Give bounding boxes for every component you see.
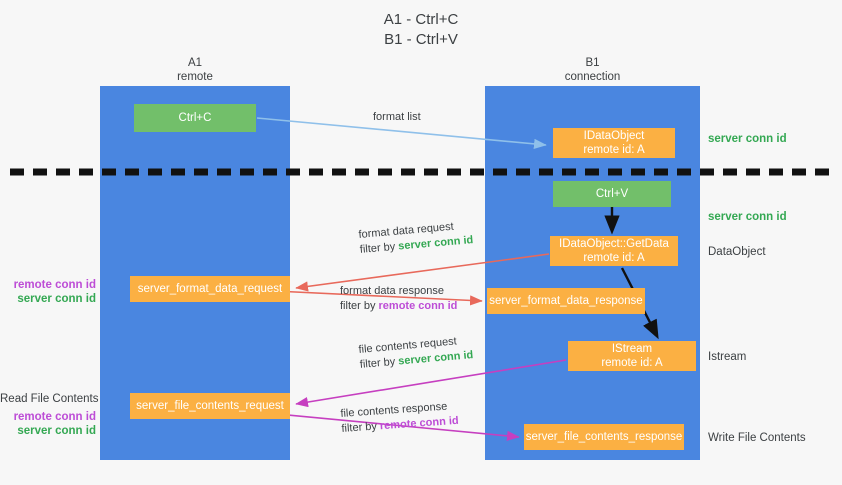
filter-prefix-1: filter by [359,240,399,256]
arrow-label-file-contents-request: file contents request filter by server c… [358,333,474,373]
box-getdata-label: IDataObject::GetData [559,238,669,250]
filter-prefix-4: filter by [341,420,381,435]
filter-value-4: remote conn id [379,414,460,433]
box-server-format-data-request-label: server_format_data_request [137,283,283,295]
box-server-file-contents-request-label: server_file_contents_request [136,400,284,412]
box-ctrl-c[interactable]: Ctrl+C [134,104,256,132]
arrow-label-format-data-request: format data request filter by server con… [358,218,474,258]
arrow-label-format-data-response: format data response filter by remote co… [340,284,457,314]
box-idataobject-getdata[interactable]: IDataObject::GetData remote id: A [550,236,678,266]
box-ctrl-v-label: Ctrl+V [595,188,629,200]
phase-divider [10,168,832,176]
side-label-server-conn-id-mid: server conn id [708,211,787,223]
left-remote-conn-id-top: remote conn id [13,279,96,291]
filter-prefix-2: filter by [340,300,379,312]
arrow-label-format-list: format list [373,110,421,125]
box-server-file-contents-response[interactable]: server_file_contents_response [524,424,684,450]
arrow-label-format-list-text: format list [373,111,421,123]
lane-a1-name: A1 [187,57,203,69]
box-istream[interactable]: IStream remote id: A [568,341,696,371]
filter-prefix-3: filter by [359,355,399,371]
side-label-dataobject: DataObject [708,246,766,258]
box-idataobject-label: IDataObject [583,130,645,142]
lane-b1-name: B1 [585,57,600,69]
box-server-format-data-response-label: server_format_data_response [489,295,643,307]
filter-value-2: remote conn id [378,300,458,312]
box-ctrl-c-label: Ctrl+C [178,112,212,124]
left-annotation-conn-ids-top: remote conn id server conn id [0,278,96,306]
arrow-label-file-contents-response: file contents response filter by remote … [340,399,459,437]
side-label-write-file-contents: Write File Contents [708,432,806,444]
side-label-server-conn-id-top: server conn id [708,133,787,145]
box-istream-label: IStream [611,343,653,355]
side-label-istream: Istream [708,351,747,363]
box-server-format-data-response[interactable]: server_format_data_response [487,288,645,314]
left-remote-conn-id-bottom: remote conn id [13,411,96,423]
left-server-conn-id-bottom: server conn id [17,425,96,437]
box-idataobject-remote-id: remote id: A [583,144,645,156]
lane-a1-sub: remote [177,71,213,83]
arrow-label-format-data-response-filter: filter by remote conn id [340,299,457,314]
box-istream-remote-id: remote id: A [601,357,663,369]
lane-header-a1: A1 remote [100,56,290,84]
box-server-file-contents-request[interactable]: server_file_contents_request [130,393,290,419]
title-line-2: B1 - Ctrl+V [384,31,458,48]
box-ctrl-v[interactable]: Ctrl+V [553,181,671,207]
left-label-read-file-contents: Read File Contents [0,393,99,405]
box-idataobject[interactable]: IDataObject remote id: A [553,128,675,158]
box-server-file-contents-response-label: server_file_contents_response [525,431,683,443]
left-server-conn-id-top: server conn id [17,293,96,305]
box-getdata-remote-id: remote id: A [583,252,645,264]
left-annotation-conn-ids-bottom: remote conn id server conn id [0,410,96,438]
lane-header-b1: B1 connection [485,56,700,84]
lane-b1-sub: connection [564,71,621,83]
box-server-format-data-request[interactable]: server_format_data_request [130,276,290,302]
arrow-label-format-data-response-line1: format data response [340,285,444,297]
page-title: A1 - Ctrl+C B1 - Ctrl+V [0,10,842,50]
title-line-1: A1 - Ctrl+C [383,11,459,28]
